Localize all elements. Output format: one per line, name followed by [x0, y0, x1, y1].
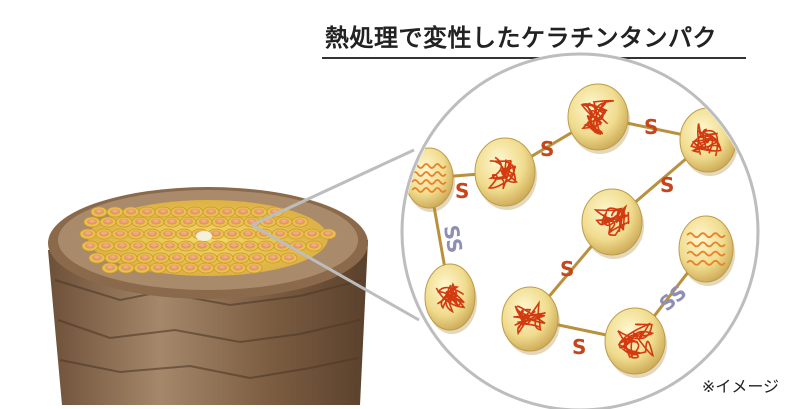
- cortex-fiber: [80, 229, 96, 239]
- cortex-fiber: [226, 241, 242, 251]
- cortex-fiber: [304, 229, 320, 239]
- cortex-fiber: [178, 241, 194, 251]
- cortex-fiber: [82, 241, 98, 251]
- medulla: [196, 231, 212, 241]
- cortex-fiber: [235, 207, 251, 217]
- cortex-fiber: [150, 263, 166, 273]
- cortex-fiber: [166, 263, 182, 273]
- cortex-fiber: [164, 217, 180, 227]
- cortex-fiber: [240, 229, 256, 239]
- cortex-fiber: [196, 217, 212, 227]
- cortex-fiber: [217, 253, 233, 263]
- s-label: S: [660, 173, 674, 197]
- cortex-fiber: [251, 207, 267, 217]
- cortex-fiber: [219, 207, 235, 217]
- cortex-fiber: [249, 253, 265, 263]
- cortex-fiber: [130, 241, 146, 251]
- image-note: ※イメージ: [702, 373, 779, 397]
- cortex-fiber: [121, 253, 137, 263]
- cortex-fiber: [187, 207, 203, 217]
- cortex-fiber: [246, 263, 262, 273]
- cortex-fiber: [171, 207, 187, 217]
- cortex-fiber: [228, 217, 244, 227]
- cortex-fiber: [153, 253, 169, 263]
- cortex-fiber: [98, 241, 114, 251]
- cortex-fiber: [162, 241, 178, 251]
- cortex-fiber: [242, 241, 258, 251]
- cortex-fiber: [102, 263, 118, 273]
- cortex-fiber: [118, 263, 134, 273]
- cortex-fiber: [306, 241, 322, 251]
- cortex-fiber: [114, 241, 130, 251]
- s-label: S: [540, 137, 554, 161]
- cortex-fiber: [210, 241, 226, 251]
- cortex-fiber: [160, 229, 176, 239]
- cortex-fiber: [148, 217, 164, 227]
- cortex-fiber: [281, 253, 297, 263]
- cortex-fiber: [139, 207, 155, 217]
- cortex-fiber: [169, 253, 185, 263]
- cortex-fiber: [198, 263, 214, 273]
- cortex-fiber: [128, 229, 144, 239]
- s-label: S: [560, 257, 574, 281]
- cortex-fiber: [123, 207, 139, 217]
- cortex-fiber: [214, 263, 230, 273]
- cortex-fiber: [91, 207, 107, 217]
- s-label: S: [572, 335, 586, 359]
- cortex-fiber: [137, 253, 153, 263]
- cortex-fiber: [144, 229, 160, 239]
- cortex-fiber: [276, 217, 292, 227]
- cortex-fiber: [132, 217, 148, 227]
- cortex-fiber: [288, 229, 304, 239]
- cortex-fiber: [89, 253, 105, 263]
- cortex-fiber: [134, 263, 150, 273]
- cortex-fiber: [265, 253, 281, 263]
- s-label: S: [644, 115, 658, 139]
- cortex-fiber: [224, 229, 240, 239]
- cortex-fiber: [96, 229, 112, 239]
- cortex-fiber: [180, 217, 196, 227]
- cortex-fiber: [116, 217, 132, 227]
- cortex-fiber: [258, 241, 274, 251]
- cortex-fiber: [194, 241, 210, 251]
- cortex-fiber: [201, 253, 217, 263]
- cortex-fiber: [320, 229, 336, 239]
- hair-strand: [48, 187, 368, 405]
- cortex-fiber: [84, 217, 100, 227]
- cortex-fiber: [155, 207, 171, 217]
- cortex-fiber: [105, 253, 121, 263]
- cortex-fiber: [212, 217, 228, 227]
- cortex-fiber: [292, 217, 308, 227]
- cortex-fiber: [107, 207, 123, 217]
- s-label: S: [455, 179, 469, 203]
- cortex-fiber: [176, 229, 192, 239]
- cortex-fiber: [100, 217, 116, 227]
- cortex-fiber: [182, 263, 198, 273]
- cortex-fiber: [146, 241, 162, 251]
- cortex-fiber: [230, 263, 246, 273]
- cortex-fiber: [203, 207, 219, 217]
- cortex-fiber: [112, 229, 128, 239]
- cortex-fiber: [185, 253, 201, 263]
- ss-label: SS: [439, 223, 467, 255]
- cortex-fiber: [233, 253, 249, 263]
